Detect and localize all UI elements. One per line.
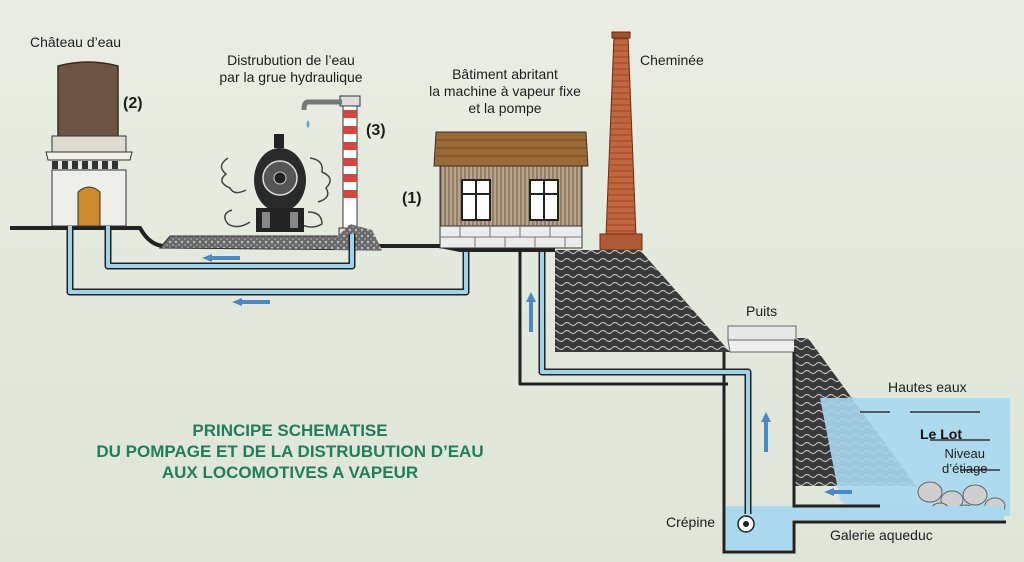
label-le-lot: Le Lot bbox=[920, 426, 962, 442]
label-batiment-line3: et la pompe bbox=[468, 100, 542, 116]
label-distribution-line1: Distrubution de l’eau bbox=[227, 52, 355, 68]
diagram-title: PRINCIPE SCHEMATISE DU POMPAGE ET DE LA … bbox=[60, 420, 520, 483]
label-puits: Puits bbox=[746, 303, 778, 319]
label-batiment-line2: la machine à vapeur fixe bbox=[429, 83, 581, 99]
label-niveau: Niveau d’étiage bbox=[942, 446, 988, 476]
pump-building bbox=[433, 131, 589, 249]
water-tower bbox=[45, 61, 133, 227]
label-distribution-line2: par la grue hydraulique bbox=[219, 69, 363, 85]
label-crepine: Crépine bbox=[666, 514, 716, 530]
chimney bbox=[599, 31, 643, 251]
label-batiment: Bâtiment abritant la machine à vapeur fi… bbox=[405, 66, 605, 117]
label-number-1: (1) bbox=[402, 190, 422, 207]
label-cheminee: Cheminée bbox=[640, 52, 704, 68]
label-niveau-line2: d’étiage bbox=[942, 461, 988, 476]
title-line2: DU POMPAGE ET DE LA DISTRUBUTION D’EAU bbox=[96, 442, 484, 461]
pipes bbox=[66, 226, 752, 514]
label-distribution: Distrubution de l’eau par la grue hydrau… bbox=[196, 52, 386, 86]
title-line3: AUX LOCOMOTIVES A VAPEUR bbox=[161, 463, 419, 482]
label-galerie: Galerie aqueduc bbox=[830, 527, 933, 543]
title-line1: PRINCIPE SCHEMATISE bbox=[192, 421, 388, 440]
label-batiment-line1: Bâtiment abritant bbox=[452, 66, 558, 82]
label-number-2: (2) bbox=[123, 95, 143, 112]
label-chateau: Château d’eau bbox=[30, 34, 122, 50]
locomotive bbox=[220, 134, 331, 232]
label-niveau-line1: Niveau bbox=[944, 446, 985, 461]
label-hautes-eaux: Hautes eaux bbox=[888, 379, 967, 395]
label-number-3: (3) bbox=[366, 122, 386, 139]
hydraulic-crane bbox=[301, 95, 382, 250]
